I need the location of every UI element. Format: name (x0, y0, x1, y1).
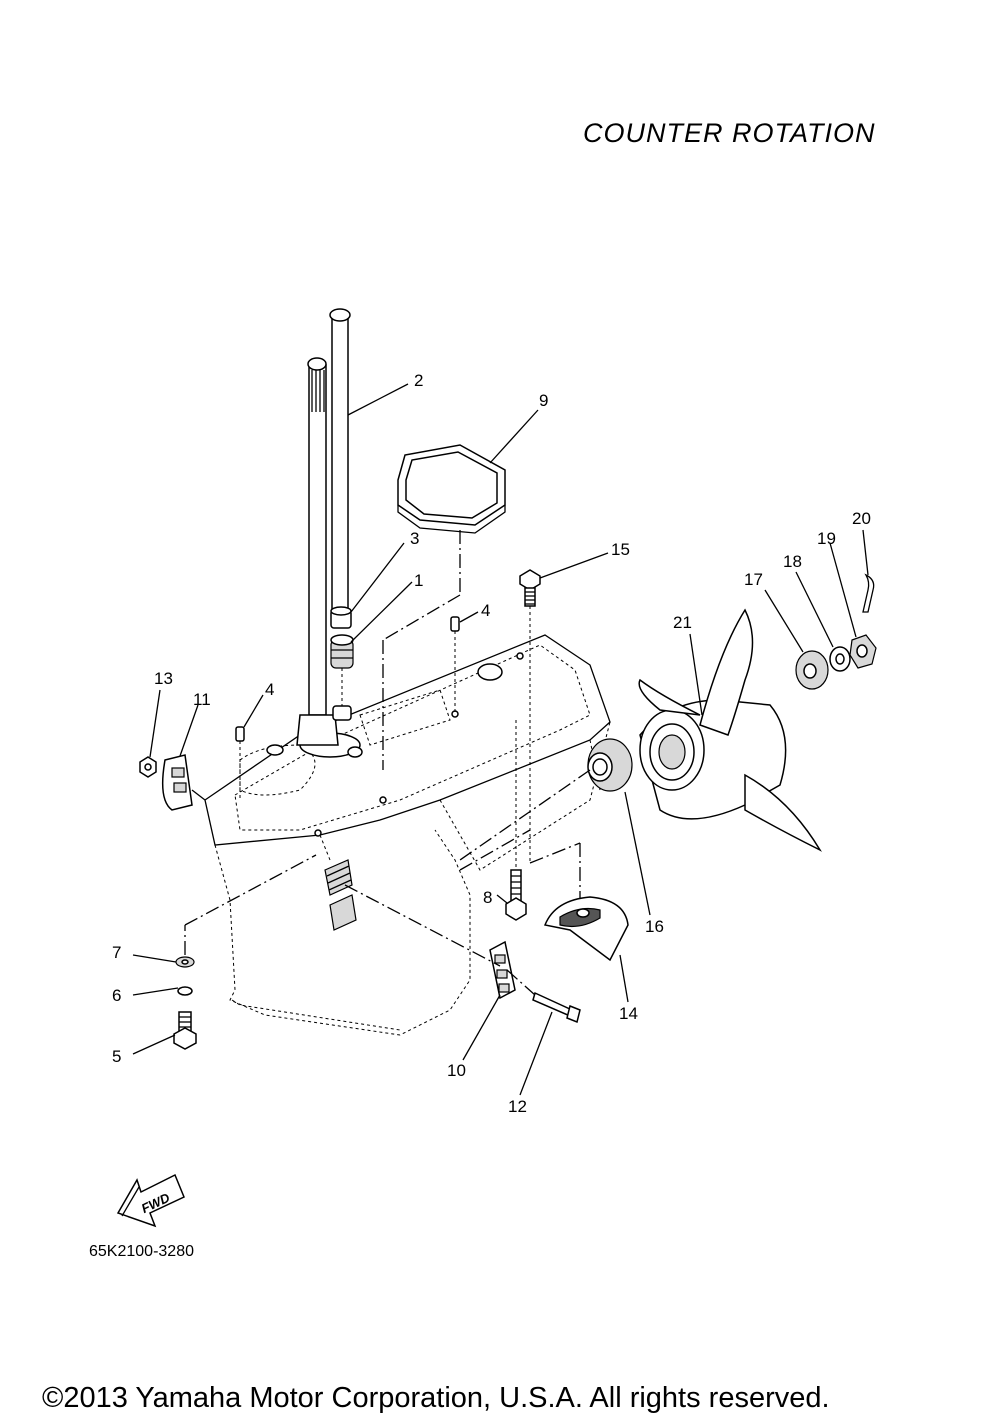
thrust-holder (587, 738, 633, 792)
bolt-8 (505, 869, 527, 921)
callout-15: 15 (611, 540, 630, 559)
callout-11: 11 (193, 690, 211, 709)
bolt-12 (532, 991, 581, 1024)
callout-16: 16 (645, 917, 664, 936)
leader-lines (132, 383, 869, 1096)
bolt-5 (173, 1011, 197, 1050)
callout-10: 10 (447, 1061, 466, 1080)
anode-10 (489, 940, 516, 1000)
callout-21: 21 (673, 613, 692, 632)
anode-11 (161, 754, 206, 811)
spring-washer-6 (177, 986, 193, 996)
dowel-pin-right (450, 616, 460, 632)
callout-17: 17 (744, 570, 763, 589)
shift-rod (329, 308, 351, 619)
callout-9: 9 (539, 391, 548, 410)
callout-20: 20 (852, 509, 871, 528)
shift-rod-bushing (330, 606, 352, 629)
trim-tab-anode (543, 896, 629, 962)
callout-6: 6 (112, 986, 121, 1005)
callout-14: 14 (619, 1004, 638, 1023)
lower-casing-gasket (397, 444, 506, 534)
callout-4-left: 4 (265, 680, 274, 699)
spacer-17 (795, 650, 829, 690)
washer-18 (829, 646, 851, 672)
propeller (638, 608, 822, 852)
nut-13 (139, 756, 157, 778)
callout-numbers: 2 9 3 1 4 4 13 11 15 21 17 18 19 20 16 1… (112, 371, 871, 1116)
diagram-code: 65K2100-3280 (89, 1243, 194, 1260)
fwd-arrow-icon: FWD (116, 1173, 185, 1228)
callout-4-right: 4 (481, 601, 490, 620)
grommet (330, 634, 354, 669)
drive-shaft (296, 357, 339, 746)
water-inlet-grill (324, 859, 357, 931)
cotter-pin-20 (862, 573, 875, 613)
callout-18: 18 (783, 552, 802, 571)
callout-1: 1 (414, 571, 423, 590)
callout-19: 19 (817, 529, 836, 548)
bolt-15 (519, 569, 541, 607)
copyright-notice: ©2013 Yamaha Motor Corporation, U.S.A. A… (42, 1382, 830, 1414)
callout-3: 3 (410, 529, 419, 548)
dowel-pin-left (235, 726, 245, 742)
callout-8: 8 (483, 888, 492, 907)
callout-7: 7 (112, 943, 121, 962)
callout-5: 5 (112, 1047, 121, 1066)
nut-19 (849, 634, 877, 669)
diagram-title: COUNTER ROTATION (583, 118, 876, 148)
callout-2: 2 (414, 371, 423, 390)
washer-7 (175, 956, 195, 968)
callout-13: 13 (154, 669, 173, 688)
callout-12: 12 (508, 1097, 527, 1116)
